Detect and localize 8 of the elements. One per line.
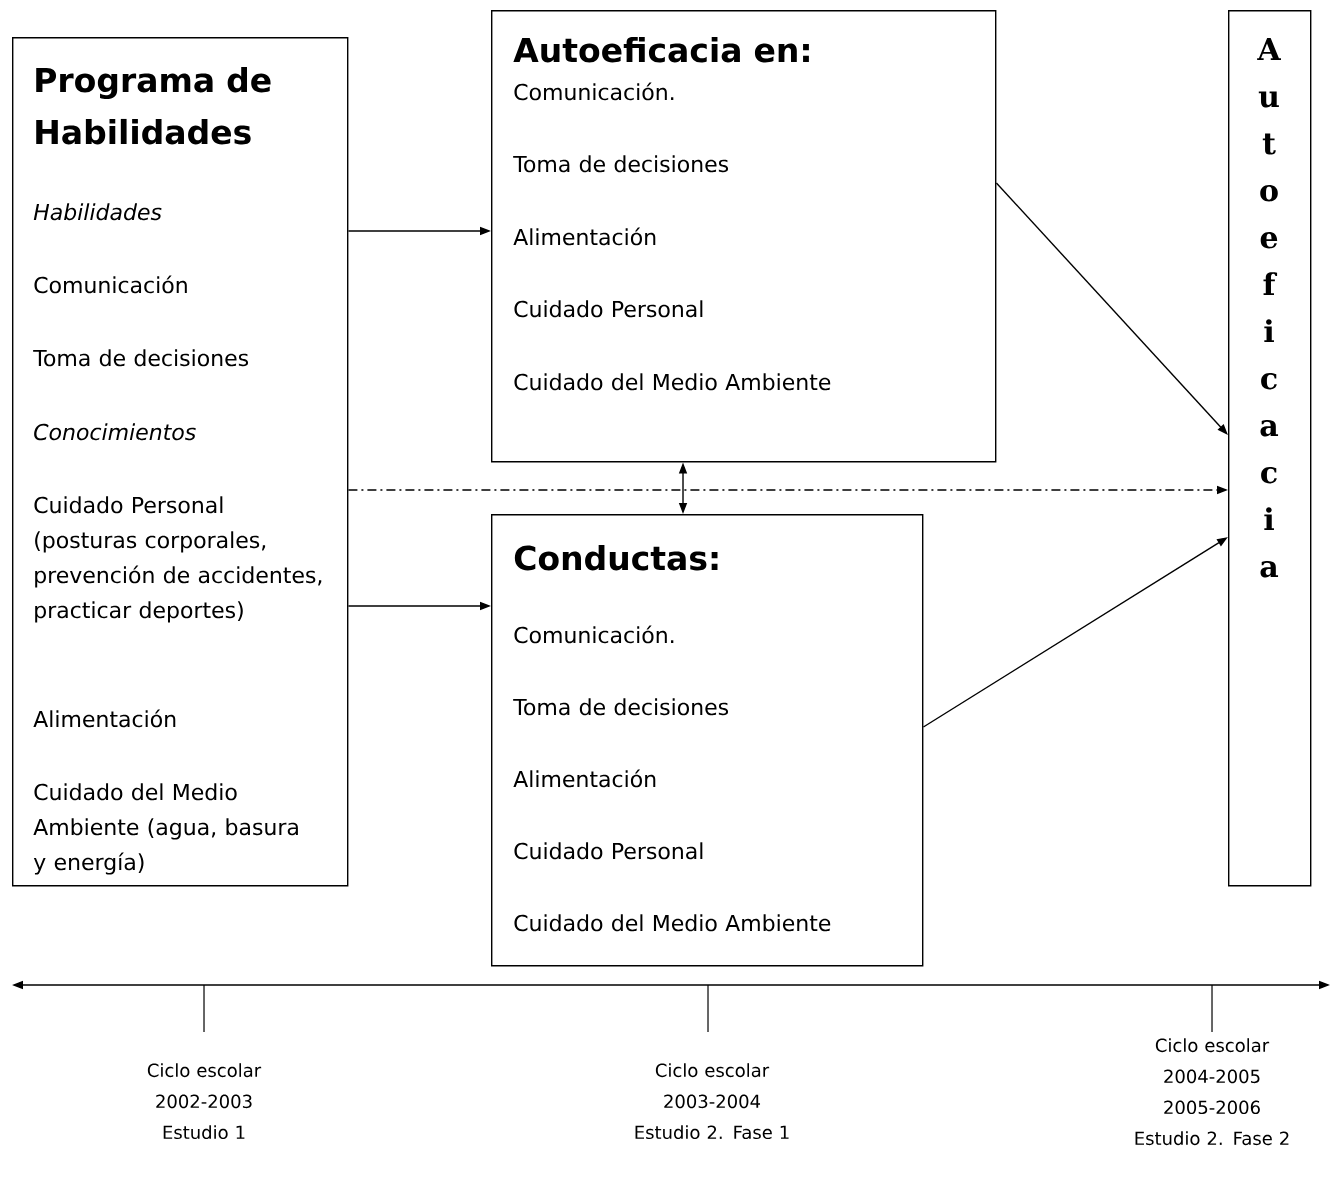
arrow xyxy=(995,182,1228,435)
program-box: Programa de Habilidades Habilidades Comunicación Toma de decisiones Conocimientos Cuidado Personal (posturas corporales, prevención de accidentes, practicar deportes) Alimentación Cuidado del Medio Ambiente (agua, basura y energía) xyxy=(12,37,349,887)
behavior-box: Conductas: Comunicación. Toma de decisiones Alimentación Cuidado Personal Cuidado del Medio Ambiente xyxy=(491,514,924,967)
timeline-label: Ciclo escolar 2004-2005 2005-2006 Estudio 2. Fase 2 xyxy=(1135,1038,1289,1146)
timeline-label: Ciclo escolar 2002-2003 Estudio 1 xyxy=(147,1063,262,1140)
timeline-label: Ciclo escolar 2003-2004 Estudio 2. Fase 1 xyxy=(635,1063,789,1140)
vertical-box: Autoeficacia xyxy=(1228,10,1312,887)
self-efficacy-box: Autoeficacia en: Comunicación. Toma de decisiones Alimentación Cuidado Personal Cuidado del Medio Ambiente xyxy=(491,10,997,463)
